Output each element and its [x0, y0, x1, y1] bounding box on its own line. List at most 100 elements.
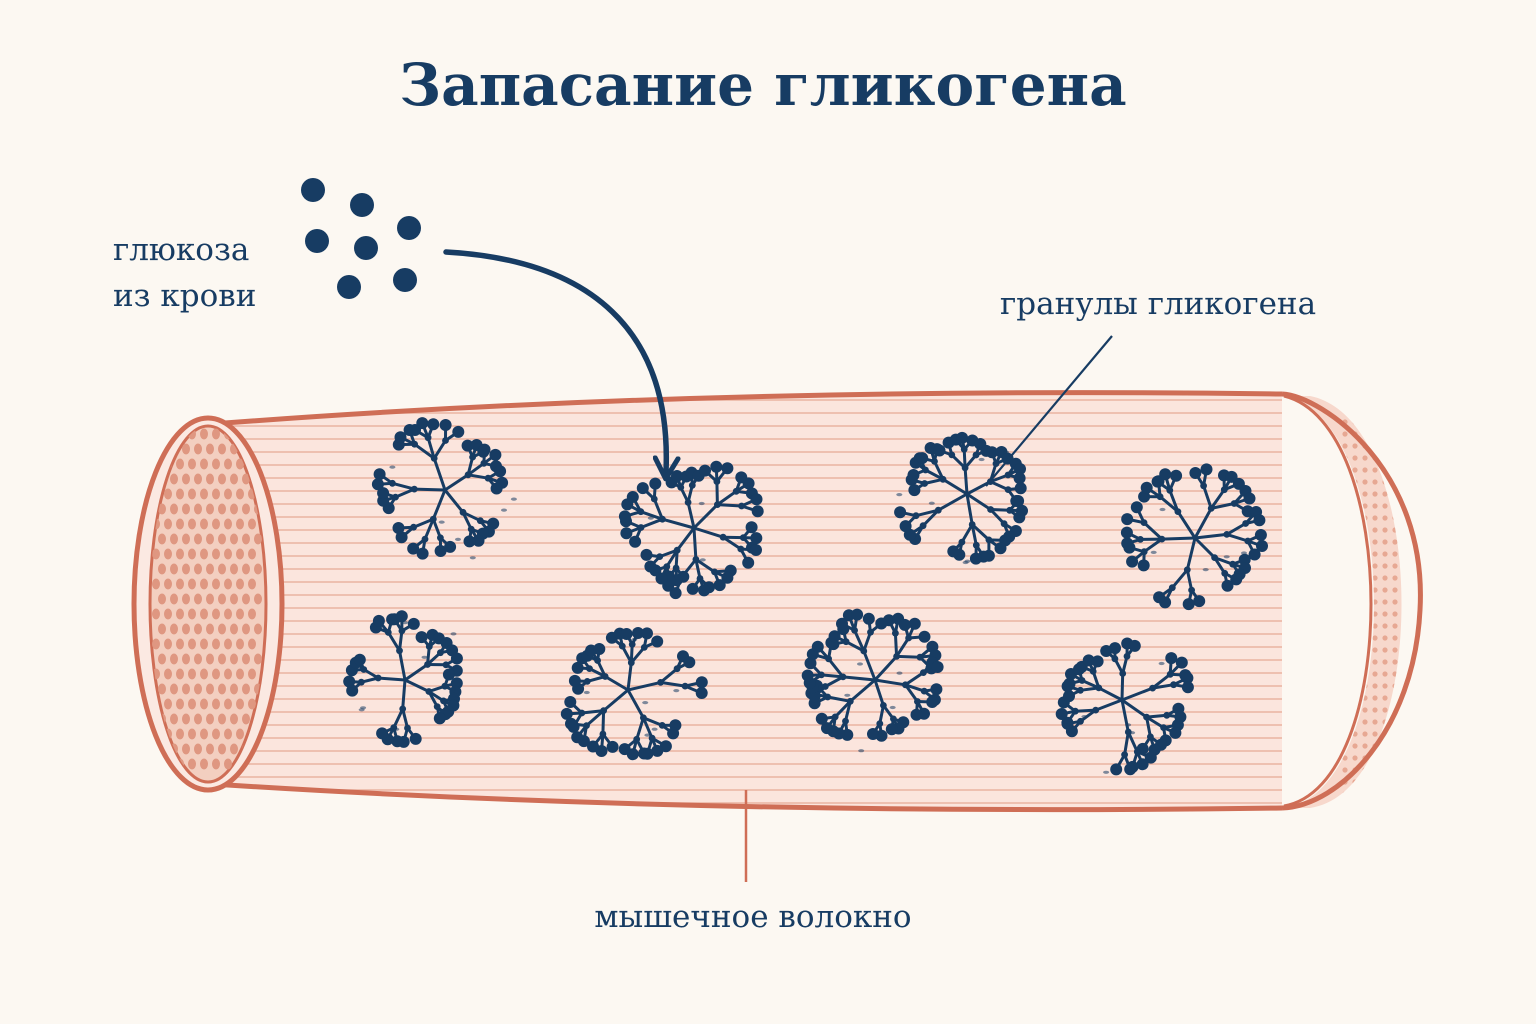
myofibril-dot: [248, 638, 256, 650]
end-dot: [1352, 779, 1358, 785]
end-dot: [1422, 623, 1427, 628]
myofibril-dot: [182, 683, 190, 695]
myofibril-dot: [230, 623, 238, 635]
end-dot: [1382, 611, 1388, 617]
end-dot: [1422, 575, 1427, 580]
myofibril-dot: [236, 578, 244, 590]
end-dot: [1342, 491, 1348, 497]
end-dot: [1402, 611, 1407, 616]
end-dot: [1422, 647, 1427, 652]
myofibril-dot: [152, 758, 160, 770]
end-dot: [1372, 779, 1378, 785]
glucose-dot: [337, 275, 361, 299]
glucose-label: глюкоза из крови: [113, 232, 259, 314]
myofibril-dot: [152, 548, 160, 560]
end-dot: [1422, 719, 1427, 724]
fiber-label: мышечное волокно: [594, 899, 911, 935]
glucose-molecules: [301, 178, 421, 299]
end-dot: [1392, 599, 1398, 605]
end-dot: [1352, 515, 1358, 521]
end-dot: [1422, 491, 1427, 496]
glucose-label-line2: из крови: [113, 278, 256, 314]
myofibril-dot: [158, 593, 166, 605]
end-dot: [1342, 611, 1348, 617]
myofibril-dot: [218, 683, 226, 695]
end-dot: [1362, 623, 1368, 629]
end-dot: [1412, 575, 1417, 580]
end-dot: [1422, 767, 1427, 772]
myofibril-dot: [236, 608, 244, 620]
myofibril-dot: [242, 503, 250, 515]
end-dot: [1402, 767, 1407, 772]
myofibril-dot: [206, 533, 214, 545]
glucose-dot: [397, 216, 421, 240]
myofibril-dot: [182, 443, 190, 455]
end-dot: [1362, 467, 1368, 473]
end-dot: [1382, 527, 1388, 533]
myofibril-dot: [188, 458, 196, 470]
myofibril-dot: [194, 593, 202, 605]
end-dot: [1422, 635, 1427, 640]
myofibril-dot: [230, 713, 238, 725]
myofibril-dot: [230, 473, 238, 485]
myofibril-dot: [230, 653, 238, 665]
end-dot: [1382, 551, 1388, 557]
end-dot: [1412, 467, 1417, 472]
myofibril-dot: [230, 683, 238, 695]
end-dot: [1342, 791, 1348, 797]
end-dot: [1352, 419, 1358, 425]
end-dot: [1352, 575, 1358, 581]
myofibril-dot: [224, 548, 232, 560]
myofibril-dot: [188, 518, 196, 530]
end-dot: [1392, 647, 1398, 653]
end-dot: [1402, 467, 1407, 472]
end-dot: [1352, 683, 1358, 689]
end-dot: [1402, 419, 1407, 424]
myofibril-dot: [242, 533, 250, 545]
myofibril-dot: [206, 593, 214, 605]
myofibril-dot: [248, 698, 256, 710]
end-dot: [1342, 635, 1348, 641]
myofibril-dot: [218, 503, 226, 515]
end-dot: [1372, 731, 1378, 737]
myofibril-dot: [176, 728, 184, 740]
end-dot: [1412, 431, 1417, 436]
end-dot: [1342, 575, 1348, 581]
myofibril-dot: [158, 533, 166, 545]
myofibril-dot: [194, 533, 202, 545]
myofibril-dot: [206, 713, 214, 725]
glucose-dot: [354, 236, 378, 260]
end-dot: [1342, 539, 1348, 545]
end-dot: [1372, 563, 1378, 569]
end-dot: [1362, 455, 1368, 461]
end-dot: [1342, 719, 1348, 725]
myofibril-dot: [212, 728, 220, 740]
end-dot: [1342, 683, 1348, 689]
glycogen-granule: [894, 431, 1028, 565]
myofibril-dot: [242, 593, 250, 605]
end-dot: [1382, 683, 1388, 689]
myofibril-dot: [152, 638, 160, 650]
end-dot: [1412, 671, 1417, 676]
myofibril-dot: [176, 638, 184, 650]
end-dot: [1382, 515, 1388, 521]
myofibril-dot: [248, 518, 256, 530]
myofibril-dot: [230, 563, 238, 575]
end-dot: [1412, 755, 1417, 760]
myofibril-dot: [212, 638, 220, 650]
end-dot: [1342, 755, 1348, 761]
end-dot: [1382, 635, 1388, 641]
end-dot: [1402, 743, 1407, 748]
myofibril-dot: [254, 563, 262, 575]
end-dot: [1412, 407, 1417, 412]
end-dot: [1382, 623, 1388, 629]
end-dot: [1412, 707, 1417, 712]
end-dot: [1402, 647, 1407, 652]
end-dot: [1392, 575, 1398, 581]
end-dot: [1392, 527, 1398, 533]
myofibril-dot: [188, 698, 196, 710]
end-dot: [1372, 719, 1378, 725]
end-dot: [1382, 443, 1388, 449]
end-dot: [1422, 455, 1427, 460]
end-dot: [1382, 539, 1388, 545]
